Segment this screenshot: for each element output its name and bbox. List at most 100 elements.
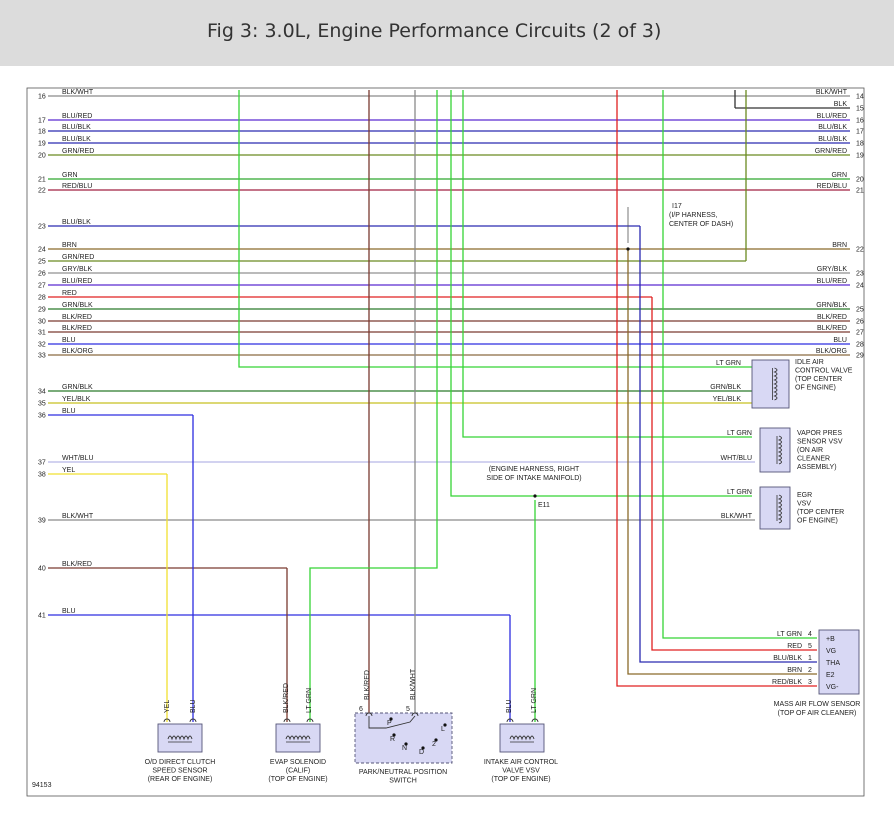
pnp-pos-dot-N [404, 742, 408, 746]
maf-label-0: MASS AIR FLOW SENSOR [774, 701, 861, 708]
intake-pin-a [506, 718, 514, 723]
right-wire-label-20: GRN [831, 172, 847, 179]
pnp-pin-5: 5 [406, 706, 410, 713]
left-pin-25: 25 [38, 259, 46, 266]
evap-solenoid-coil-icon [285, 735, 311, 741]
right-pin-19: 19 [856, 153, 864, 160]
intake-label-1: VALVE VSV [502, 768, 540, 775]
left-pin-39: 39 [38, 518, 46, 525]
left-wire-label-36: BLU [62, 408, 76, 415]
left-pin-17: 17 [38, 118, 46, 125]
right-wire-label-23: GRY/BLK [817, 266, 848, 273]
red-maf-run [651, 297, 817, 651]
splice-i17-line2: CENTER OF DASH) [669, 221, 733, 228]
od-clutch-label-2: (REAR OF ENGINE) [148, 776, 213, 783]
vapor-pres-vsv-body [759, 427, 791, 473]
right-wire-label-21: RED/BLU [817, 183, 847, 190]
maf-wire-pin-3: 2 [808, 667, 812, 674]
pnp-pos-2: 2 [432, 741, 436, 748]
intake-wire-blu: BLU [506, 699, 513, 713]
maf-term-2: THA [826, 660, 840, 667]
left-wire-label-32: BLU [62, 337, 76, 344]
pnp-pos-R: R [390, 736, 395, 743]
pnp-pos-dot-2 [434, 738, 438, 742]
evap-wire-ltgrn: LT GRN [306, 688, 313, 713]
right-wire-label-15: BLK [834, 101, 848, 108]
vapor-pres-label-4: ASSEMBLY) [797, 464, 837, 471]
left-wire-label-33: BLK/ORG [62, 348, 93, 355]
idle-air-valve-body [751, 359, 790, 409]
left-wire-label-26: GRY/BLK [62, 266, 93, 273]
left-wire-label-28: RED [62, 290, 77, 297]
pnp-hook-b [411, 712, 419, 717]
pnp-pos-N: N [402, 745, 407, 752]
pnp-pos-dot-L [443, 723, 447, 727]
left-wire-label-18: BLU/BLK [62, 124, 91, 131]
left-wire-label-20: GRN/RED [62, 148, 94, 155]
od-clutch-pin-b [189, 718, 197, 723]
pnp-pos-L: L [441, 726, 445, 733]
od-clutch-wire-blu: BLU [190, 699, 197, 713]
figure-id: 94153 [32, 782, 52, 789]
figure-header: Fig 3: 3.0L, Engine Performance Circuits… [0, 0, 894, 66]
vapor-pres-label-0: VAPOR PRES [797, 430, 842, 437]
pnp-hook-a [365, 712, 373, 717]
egr-vsv-wire-1: BLK/WHT [721, 513, 753, 520]
maf-term-1: VG [826, 648, 836, 655]
egr-vsv-label-3: OF ENGINE) [797, 518, 838, 525]
left-pin-41: 41 [38, 613, 46, 620]
blublk-maf-run [639, 226, 817, 663]
maf-wire-label-1: RED [787, 643, 802, 650]
maf-wire-pin-1: 5 [808, 643, 812, 650]
right-wire-label-18: BLU/BLK [818, 136, 847, 143]
pnp-pos-P: P [387, 720, 392, 727]
left-pin-22: 22 [38, 188, 46, 195]
left-wire-label-31: BLK/RED [62, 325, 92, 332]
right-pin-23: 23 [856, 271, 864, 278]
right-wire-label-26: BLK/RED [817, 314, 847, 321]
od-clutch-label-0: O/D DIRECT CLUTCH [145, 759, 216, 766]
right-wire-label-14: BLK/WHT [816, 89, 848, 96]
maf-wire-label-2: BLU/BLK [773, 655, 802, 662]
evap-pin-b [306, 718, 314, 723]
left-wire-label-25: GRN/RED [62, 254, 94, 261]
maf-wire-pin-4: 3 [808, 679, 812, 686]
left-wire-label-29: GRN/BLK [62, 302, 93, 309]
egr-vsv-wire-0: LT GRN [727, 489, 752, 496]
right-pin-15: 15 [856, 106, 864, 113]
maf-wire-label-3: BRN [787, 667, 802, 674]
left-pin-30: 30 [38, 319, 46, 326]
evap-wire-blkred: BLK/RED [283, 683, 290, 713]
left-pin-27: 27 [38, 283, 46, 290]
right-wire-label-24: BLU/RED [817, 278, 847, 285]
right-pin-20: 20 [856, 177, 864, 184]
od-clutch-label-1: SPEED SENSOR [152, 768, 207, 775]
evap-label-2: (TOP OF ENGINE) [268, 776, 327, 783]
pnp-pin-6: 6 [359, 706, 363, 713]
left-pin-24: 24 [38, 247, 46, 254]
idle-air-valve-coil-icon [773, 367, 778, 401]
ltgrn-evap-run [309, 90, 438, 722]
maf-term-0: +B [826, 636, 835, 643]
pnp-wire-blkwht: BLK/WHT [410, 668, 417, 700]
maf-wire-pin-0: 4 [808, 631, 812, 638]
idle-air-label-1: CONTROL VALVE [795, 368, 853, 375]
idle-air-label-2: (TOP CENTER [795, 376, 842, 383]
right-pin-27: 27 [856, 330, 864, 337]
right-wire-label-28: BLU [833, 337, 847, 344]
splice-i17-dot [626, 247, 630, 251]
left-wire-label-34: GRN/BLK [62, 384, 93, 391]
egr-vsv-label-1: VSV [797, 501, 811, 508]
left-wire-label-39: BLK/WHT [62, 513, 94, 520]
intake-air-vsv-coil-icon [509, 735, 535, 741]
left-pin-33: 33 [38, 353, 46, 360]
left-wire-label-16: BLK/WHT [62, 89, 94, 96]
ltgrn-egr-run [450, 90, 752, 497]
ltgrn-idle-run [238, 90, 752, 368]
right-wire-label-29: BLK/ORG [816, 348, 847, 355]
left-pin-21: 21 [38, 177, 46, 184]
right-pin-14: 14 [856, 94, 864, 101]
right-pin-17: 17 [856, 129, 864, 136]
left-pin-31: 31 [38, 330, 46, 337]
